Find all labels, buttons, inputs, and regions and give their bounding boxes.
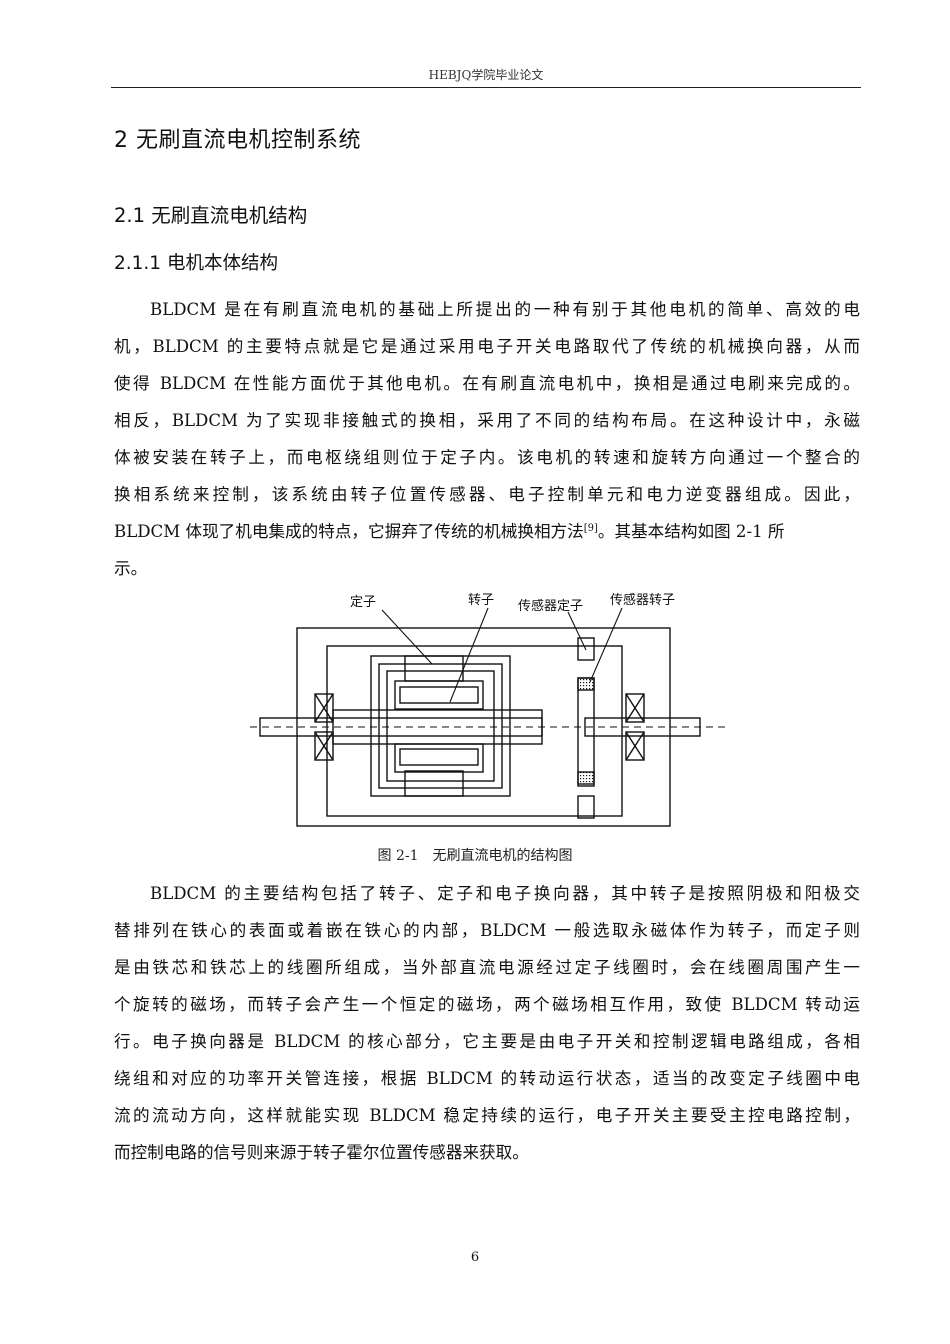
paragraph-line: 使得 BLDCM 在性能方面优于其他电机。在有刷直流电机中，换相是通过电刷来完成… <box>114 374 860 393</box>
label-sensor-rotor: 传感器转子 <box>610 592 675 608</box>
sensor-rotor-disc <box>577 677 595 787</box>
paragraph-line: 是由铁芯和铁芯上的线圈所组成，当外部直流电源经过定子线圈时，会在线圈周围产生一 <box>114 958 860 977</box>
citation: [9] <box>583 523 598 534</box>
paragraph-text: 。其基本结构如图 2-1 所 <box>597 522 785 541</box>
paragraph-line: 替排列在铁心的表面或着嵌在铁心的内部，BLDCM 一般选取永磁体作为转子，而定子… <box>114 921 860 940</box>
paragraph-line: 行。电子换向器是 BLDCM 的核心部分，它主要是由电子开关和控制逻辑电路组成，… <box>114 1032 860 1051</box>
paragraph-line: BLDCM 的主要结构包括了转子、定子和电子换向器，其中转子是按照阴极和阳极交 <box>150 884 860 903</box>
label-rotor: 转子 <box>468 593 494 608</box>
label-sensor-stator: 传感器定子 <box>518 598 583 614</box>
paragraph-line: 绕组和对应的功率开关管连接，根据 BLDCM 的转动运行状态，适当的改变定子线圈… <box>114 1069 860 1088</box>
rotor-magnet-top <box>394 680 484 710</box>
paragraph-line: 机，BLDCM 的主要特点就是它是通过采用电子开关电路取代了传统的机械换向器，从… <box>114 337 860 356</box>
chapter-title: 2 无刷直流电机控制系统 <box>114 128 361 153</box>
section-title: 2.1 无刷直流电机结构 <box>114 204 308 227</box>
paragraph-line-with-citation: BLDCM 体现了机电集成的特点，它摒弃了传统的机械换相方法[9]。其基本结构如… <box>114 518 785 542</box>
paragraph-line: 流的流动方向，这样就能实现 BLDCM 稳定持续的运行，电子开关主要受主控电路控… <box>114 1106 860 1125</box>
bearing <box>625 693 645 723</box>
stator-pole-top <box>404 655 464 682</box>
running-header: HEBJQ学院毕业论文 <box>428 68 544 82</box>
rotor-magnet-bottom <box>394 743 484 773</box>
paragraph-line: 换相系统来控制，该系统由转子位置传感器、电子控制单元和电力逆变器组成。因此， <box>114 485 860 504</box>
page-number: 6 <box>470 1250 480 1265</box>
sensor-stator-top <box>577 637 595 661</box>
sensor-stator-bottom <box>577 795 595 819</box>
label-stator: 定子 <box>350 595 376 610</box>
paragraph-line: 体被安装在转子上，而电枢绕组则位于定子内。该电机的转速和旋转方向通过一个整合的 <box>114 448 860 467</box>
stator-pole-bottom <box>404 770 464 797</box>
paragraph-line: 而控制电路的信号则来源于转子霍尔位置传感器来获取。 <box>114 1143 529 1162</box>
subsection-title: 2.1.1 电机本体结构 <box>114 253 278 274</box>
paragraph-line: 示。 <box>114 559 148 578</box>
paragraph-line: 相反，BLDCM 为了实现非接触式的换相，采用了不同的结构布局。在这种设计中，永… <box>114 411 860 430</box>
paragraph-text: BLDCM 体现了机电集成的特点，它摒弃了传统的机械换相方法 <box>114 522 584 541</box>
inner-frame <box>326 645 623 817</box>
bearing <box>314 731 334 761</box>
paragraph-line: BLDCM 是在有刷直流电机的基础上所提出的一种有别于其他电机的简单、高效的电 <box>150 300 860 319</box>
header-rule <box>111 87 861 88</box>
bearing <box>314 693 334 723</box>
figure-caption: 图 2-1 无刷直流电机的结构图 <box>377 848 573 864</box>
stator-inner <box>378 663 503 789</box>
bearing <box>625 731 645 761</box>
paragraph-line: 个旋转的磁场，而转子会产生一个恒定的磁场，两个磁场相互作用，致使 BLDCM 转… <box>114 995 860 1014</box>
bldc-motor-structure-diagram: 定子 转子 传感器定子 传感器转子 <box>250 592 728 827</box>
stator-outer <box>370 655 511 797</box>
